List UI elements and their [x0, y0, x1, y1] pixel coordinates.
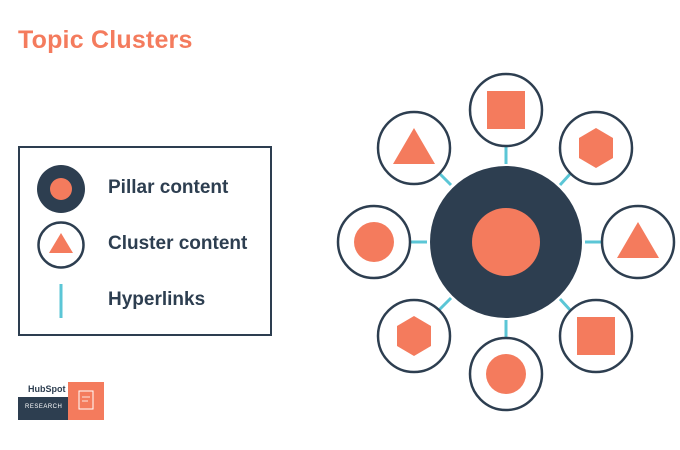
triangle-icon [617, 222, 659, 258]
square-icon [487, 91, 525, 129]
triangle-icon [393, 128, 435, 164]
cluster-triangle-icon [37, 221, 85, 269]
hyperlinks [410, 146, 602, 338]
cluster-node-right [600, 204, 676, 280]
legend-label-pillar: Pillar content [108, 177, 229, 198]
page-title: Topic Clusters [18, 26, 193, 54]
cluster-node-top [468, 72, 544, 148]
legend-box: Pillar content Cluster content Hyperlink… [18, 146, 272, 336]
cluster-node-top-right [558, 110, 634, 186]
legend-item-hyperlinks: Hyperlinks [20, 276, 270, 326]
hexagon-icon [397, 316, 431, 356]
cluster-node-left [336, 204, 412, 280]
cluster-node-top-left [376, 110, 452, 186]
logo-sub-text: RESEARCH [25, 404, 63, 410]
hyperlink-line-icon [59, 284, 63, 318]
circle-icon [486, 354, 526, 394]
cluster-node-bottom-left [376, 298, 452, 374]
legend-label-cluster: Cluster content [108, 233, 248, 254]
logo-brand-text: HubSpot [28, 384, 66, 394]
cluster-node-bottom-right [558, 298, 634, 374]
legend-item-cluster: Cluster content [20, 220, 270, 270]
legend-label-hyperlinks: Hyperlinks [108, 289, 206, 310]
topic-cluster-diagram [336, 72, 676, 412]
circle-icon [354, 222, 394, 262]
pillar-circle-icon [37, 165, 85, 213]
square-icon [577, 317, 615, 355]
cluster-node-bottom [468, 336, 544, 412]
legend-item-pillar: Pillar content [20, 164, 270, 214]
hexagon-icon [579, 128, 613, 168]
logo-document-icon [68, 382, 104, 420]
hubspot-research-logo: HubSpot RESEARCH [18, 382, 104, 420]
pillar-node [430, 166, 582, 318]
